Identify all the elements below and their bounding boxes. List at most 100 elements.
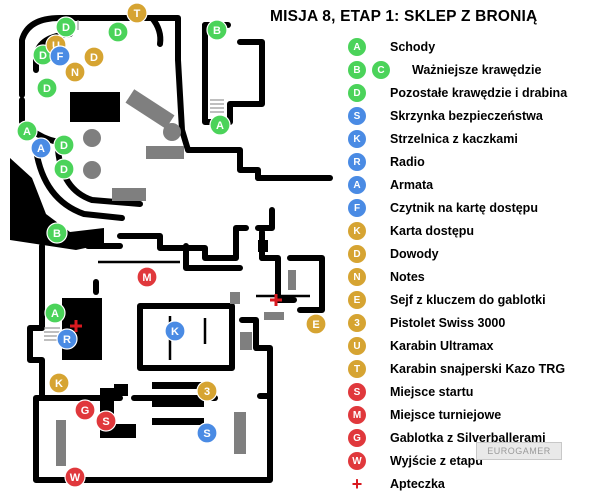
legend-badge: U — [348, 337, 366, 355]
legend-label: Pistolet Swiss 3000 — [390, 316, 506, 330]
marker-letter: A — [37, 143, 45, 155]
map-marker: K — [164, 320, 186, 342]
map-marker: R — [56, 328, 78, 350]
map-marker: D — [36, 77, 58, 99]
marker-dot — [30, 137, 52, 159]
marker-letter: D — [114, 27, 122, 39]
marker-letter: E — [312, 319, 319, 331]
marker-dot — [83, 46, 105, 68]
marker-letter: D — [60, 164, 68, 176]
legend-label: Karta dostępu — [390, 224, 475, 238]
legend-row: M Miejsce turniejowe — [348, 404, 501, 426]
marker-letter: K — [171, 326, 179, 338]
legend-label: Gablotka z Silverballerami — [390, 431, 546, 445]
legend-badge: 3 — [348, 314, 366, 332]
map-marker: S — [196, 422, 218, 444]
map-marker: N — [64, 61, 86, 83]
map-marker: D — [53, 158, 75, 180]
marker-letter: N — [71, 67, 79, 79]
map-marker: G — [74, 399, 96, 421]
marker-letter: A — [216, 120, 224, 132]
marker-dot — [209, 114, 231, 136]
legend-label: Sejf z kluczem do gablotki — [390, 293, 546, 307]
map-obstacles — [56, 89, 296, 466]
map-marker: D — [55, 16, 77, 38]
legend-badge: W — [348, 452, 366, 470]
map-marker: T — [126, 2, 148, 24]
marker-letter: 3 — [204, 386, 210, 398]
marker-dot — [107, 21, 129, 43]
legend-label: Dowody — [390, 247, 439, 261]
legend-badge: B — [348, 61, 366, 79]
marker-letter: D — [60, 140, 68, 152]
marker-dot — [206, 19, 228, 41]
marker-letter: F — [57, 51, 64, 63]
marker-letter: S — [102, 416, 109, 428]
legend-badge: N — [348, 268, 366, 286]
legend-badge: C — [372, 61, 390, 79]
map-marker: B — [46, 222, 68, 244]
map-marker: 3 — [196, 380, 218, 402]
marker-dot — [95, 410, 117, 432]
legend-badge: S — [348, 383, 366, 401]
marker-letter: T — [134, 8, 141, 20]
legend-label: Pozostałe krawędzie i drabina — [390, 86, 568, 100]
legend-badge: D — [348, 84, 366, 102]
legend-badge: M — [348, 406, 366, 424]
legend-row: D Pozostałe krawędzie i drabina — [348, 82, 567, 104]
legend-badge: E — [348, 291, 366, 309]
marker-dot — [36, 77, 58, 99]
first-aid-icon: + — [351, 473, 363, 494]
marker-dot — [164, 320, 186, 342]
legend-label: Schody — [390, 40, 436, 54]
legend-label: Wyjście z etapu — [390, 454, 483, 468]
marker-dot — [55, 16, 77, 38]
legend-label: Czytnik na kartę dostępu — [390, 201, 538, 215]
map-marker: A — [44, 302, 66, 324]
legend-badge: K — [348, 130, 366, 148]
legend-row: K Strzelnica z kaczkami — [348, 128, 518, 150]
legend-badge: D — [348, 245, 366, 263]
marker-letter: G — [81, 405, 90, 417]
marker-dot — [53, 158, 75, 180]
legend-label: Strzelnica z kaczkami — [390, 132, 518, 146]
marker-letter: D — [90, 52, 98, 64]
eurogamer-watermark: EUROGAMER — [476, 442, 562, 460]
legend-row: E Sejf z kluczem do gablotki — [348, 289, 546, 311]
legend-label: Notes — [390, 270, 425, 284]
legend-badge: S — [348, 107, 366, 125]
legend-badge: G — [348, 429, 366, 447]
legend-label: Miejsce startu — [390, 385, 474, 399]
marker-letter: A — [23, 126, 31, 138]
legend-row: G Gablotka z Silverballerami — [348, 427, 546, 449]
legend-label: Karabin snajperski Kazo TRG — [390, 362, 566, 376]
marker-letter: M — [142, 272, 151, 284]
marker-dot — [16, 120, 38, 142]
marker-dot — [44, 302, 66, 324]
legend-badge: R — [348, 153, 366, 171]
marker-letter: D — [43, 83, 51, 95]
legend-row: S Miejsce startu — [348, 381, 473, 403]
marker-dot — [196, 380, 218, 402]
map-walls — [19, 15, 333, 483]
legend-row: N Notes — [348, 266, 425, 288]
legend-label: Miejsce turniejowe — [390, 408, 502, 422]
legend-row: +Apteczka — [348, 473, 445, 495]
marker-letter: U — [52, 40, 60, 52]
map-marker: W — [64, 466, 86, 488]
marker-letter: W — [70, 472, 81, 484]
marker-letter: B — [213, 25, 221, 37]
map-first-aid — [70, 294, 282, 332]
marker-letter: S — [203, 428, 210, 440]
map-marker: A — [16, 120, 38, 142]
